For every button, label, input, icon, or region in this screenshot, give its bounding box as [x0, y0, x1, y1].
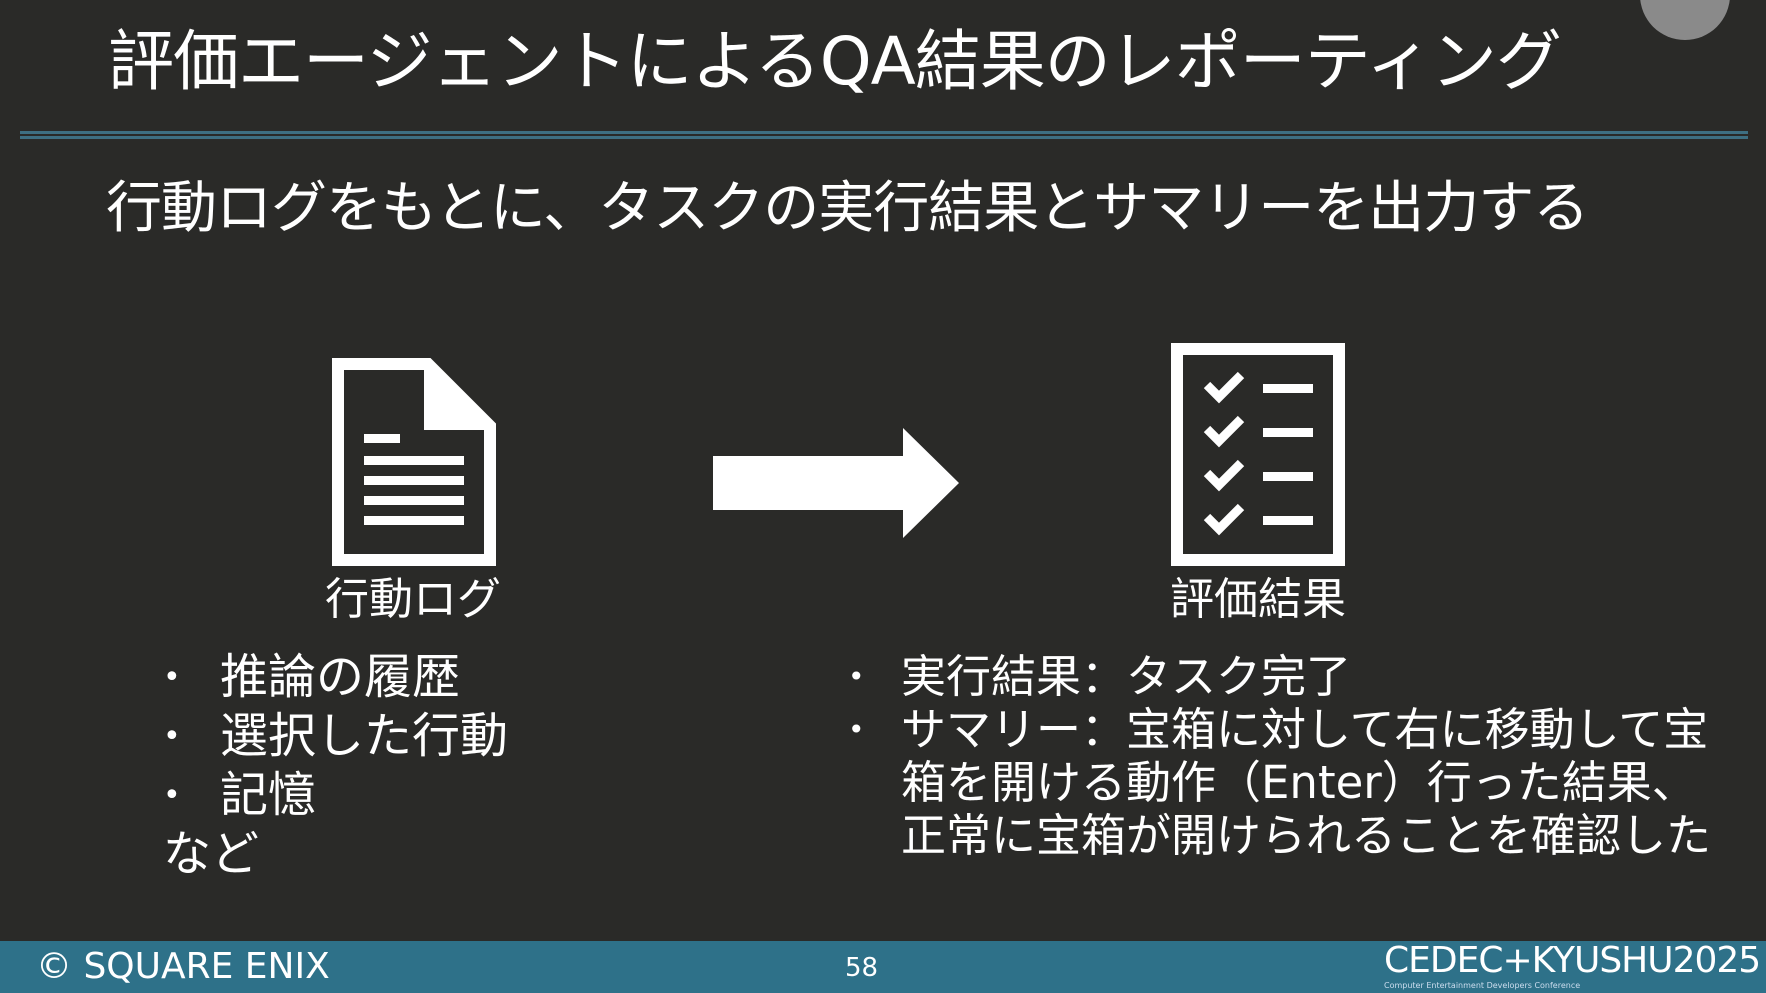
cedec-logo: CEDEC+KYUSHU2025 Computer Entertainment … [1384, 942, 1764, 992]
list-item-text: 正常に宝箱が開けられることを確認した [901, 809, 1712, 862]
document-icon [332, 358, 496, 566]
trailing-text: など [163, 826, 260, 882]
checklist-icon [1171, 343, 1345, 566]
list-item: •推論の履歴 [163, 649, 461, 705]
subtitle: 行動ログをもとに、タスクの実行結果とサマリーを出力する [106, 176, 1589, 241]
list-trailing-text: など [163, 825, 508, 884]
right-arrow-icon [713, 428, 959, 538]
list-item: •サマリー：宝箱に対して右に移動して宝 [848, 703, 1709, 756]
list-item: •記憶 [163, 767, 317, 823]
copyright: © SQUARE ENIX [36, 946, 330, 987]
list-item-text: 選択した行動 [220, 708, 509, 764]
logo-subtext: Computer Entertainment Developers Confer… [1384, 981, 1581, 990]
title-divider [20, 131, 1748, 134]
list-item-continuation: 箱を開ける動作（Enter）行った結果、 [901, 756, 1711, 809]
logo-text: CEDEC+KYUSHU2025 [1384, 940, 1761, 981]
page-title: 評価エージェントによるQA結果のレポーティング [108, 23, 1562, 100]
action-log-list: •推論の履歴 •選択した行動 •記憶 など [163, 648, 509, 884]
list-item-text: サマリー：宝箱に対して右に移動して宝 [901, 703, 1709, 756]
title-divider [20, 136, 1748, 139]
list-item: •実行結果：タスク完了 [848, 650, 1352, 703]
list-item-continuation: 正常に宝箱が開けられることを確認した [901, 809, 1711, 862]
evaluation-result-label: 評価結果 [1170, 574, 1346, 625]
list-item-text: 記憶 [220, 767, 317, 823]
footer: © SQUARE ENIX 58 CEDEC+KYUSHU2025 Comput… [0, 941, 1766, 993]
page-number: 58 [845, 953, 879, 983]
list-item-text: 箱を開ける動作（Enter）行った結果、 [901, 756, 1697, 809]
list-item-text: 推論の履歴 [220, 649, 461, 705]
overlay-button[interactable] [1640, 0, 1730, 40]
action-log-label: 行動ログ [325, 574, 501, 625]
list-item-text: 実行結果：タスク完了 [901, 650, 1352, 703]
list-item: •選択した行動 [163, 708, 509, 764]
evaluation-result-list: •実行結果：タスク完了 •サマリー：宝箱に対して右に移動して宝 箱を開ける動作（… [848, 650, 1711, 862]
